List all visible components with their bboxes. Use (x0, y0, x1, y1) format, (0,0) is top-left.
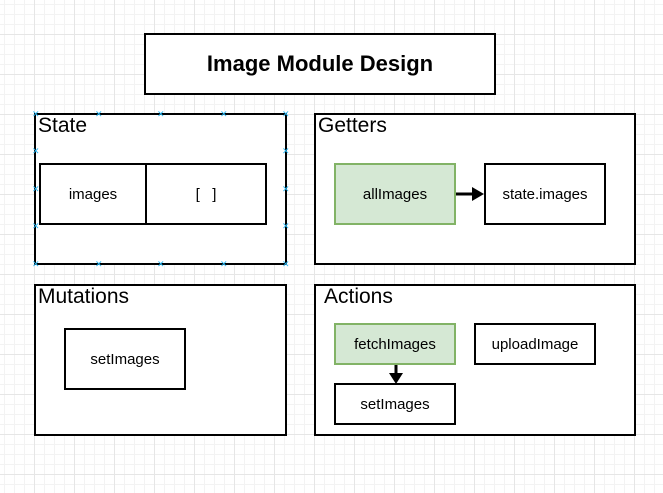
fetch-images-action-label: fetchImages (354, 335, 436, 353)
state-images-value-cell[interactable]: [ ] (145, 163, 267, 225)
selection-handle[interactable]: ✕ (157, 109, 165, 119)
selection-handle[interactable]: ✕ (157, 259, 165, 269)
selection-handle[interactable]: ✕ (282, 221, 290, 231)
selection-handle[interactable]: ✕ (32, 146, 40, 156)
state-images-key-cell[interactable]: images (39, 163, 147, 225)
state-images-target-node[interactable]: state.images (484, 163, 606, 225)
getters-panel-title: Getters (318, 114, 387, 137)
set-images-mutation-label: setImages (90, 350, 160, 368)
selection-handle[interactable]: ✕ (32, 184, 40, 194)
selection-handle[interactable]: ✕ (95, 259, 103, 269)
upload-image-action-label: uploadImage (491, 335, 579, 353)
state-images-value-label: [ ] (195, 185, 217, 203)
selection-handle[interactable]: ✕ (32, 221, 40, 231)
selection-handle[interactable]: ✕ (220, 259, 228, 269)
selection-handle[interactable]: ✕ (95, 109, 103, 119)
selection-handle[interactable]: ✕ (32, 109, 40, 119)
all-images-getter-label: allImages (362, 185, 428, 203)
diagram-title-text: Image Module Design (206, 51, 434, 76)
selection-handle[interactable]: ✕ (282, 184, 290, 194)
state-panel-title: State (38, 114, 88, 137)
actions-panel-title: Actions (324, 285, 393, 308)
set-images-action-node[interactable]: setImages (334, 383, 456, 425)
selection-handle[interactable]: ✕ (282, 146, 290, 156)
set-images-action-label: setImages (360, 395, 430, 413)
state-images-target-label: state.images (502, 185, 588, 203)
all-images-getter-node[interactable]: allImages (334, 163, 456, 225)
selection-handle[interactable]: ✕ (282, 259, 290, 269)
selection-handle[interactable]: ✕ (220, 109, 228, 119)
upload-image-action-node[interactable]: uploadImage (474, 323, 596, 365)
fetch-images-action-node[interactable]: fetchImages (334, 323, 456, 365)
mutations-panel-title: Mutations (38, 285, 130, 308)
set-images-mutation-node[interactable]: setImages (64, 328, 186, 390)
diagram-title[interactable]: Image Module Design (144, 33, 496, 95)
selection-handle[interactable]: ✕ (282, 109, 290, 119)
state-images-key-label: images (68, 185, 118, 203)
selection-handle[interactable]: ✕ (32, 259, 40, 269)
